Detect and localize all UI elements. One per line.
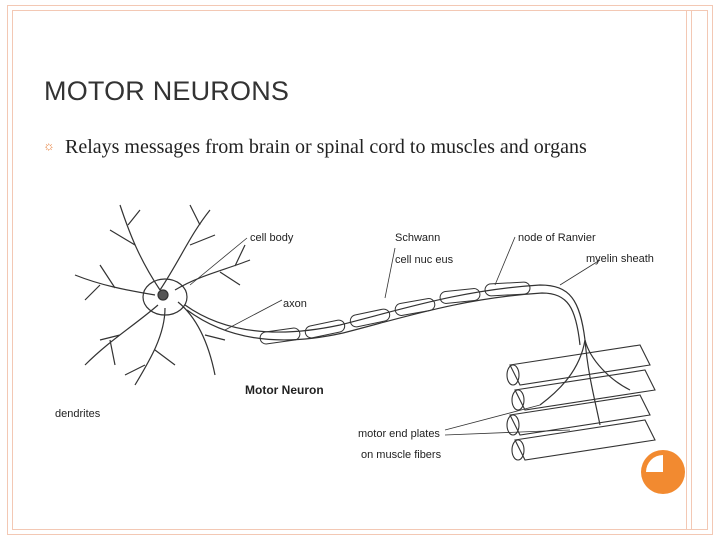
label-schwann-nucleus: cell nuc eus	[395, 254, 454, 266]
label-node-ranvier: node of Ranvier	[518, 232, 596, 244]
motor-neuron-diagram: cell body axon dendrites Schwann cell nu…	[40, 190, 670, 480]
label-axon: axon	[283, 298, 307, 310]
slide-side-stripe	[686, 10, 692, 530]
label-myelin-sheath: myelin sheath	[586, 253, 654, 265]
bullet-text: Relays messages from brain or spinal cor…	[65, 133, 605, 161]
label-caption: Motor Neuron	[245, 383, 324, 397]
label-schwann: Schwann	[395, 232, 440, 244]
sun-bullet-icon: ☼	[43, 138, 55, 153]
label-end-plates-1: motor end plates	[358, 428, 440, 440]
corner-circle-ornament	[640, 449, 686, 495]
label-end-plates-2: on muscle fibers	[361, 449, 442, 461]
slide-title: MOTOR NEURONS	[44, 76, 289, 107]
label-dendrites: dendrites	[55, 408, 101, 420]
label-cell-body: cell body	[250, 232, 294, 244]
